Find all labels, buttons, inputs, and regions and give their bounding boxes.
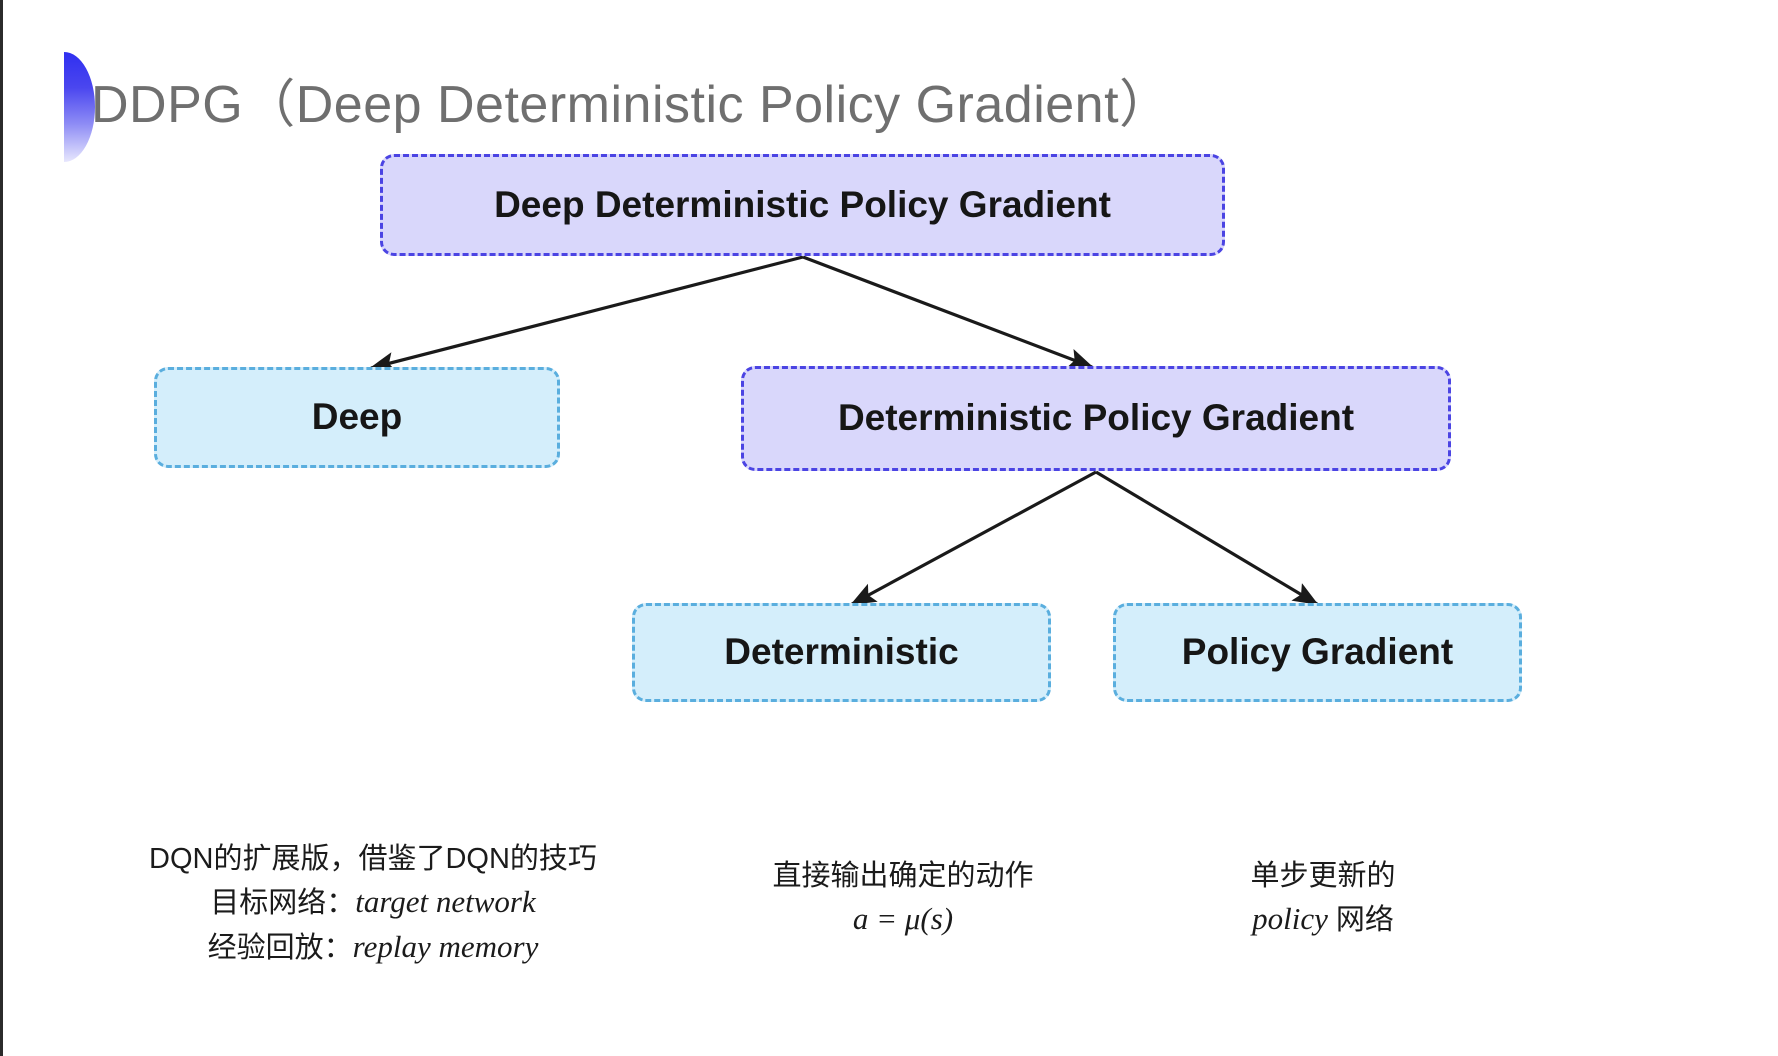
caption-text: policy 网络	[1252, 901, 1394, 937]
page-title: DDPG（Deep Deterministic Policy Gradient）	[91, 76, 1172, 134]
caption-term: target network	[355, 884, 536, 920]
caption-text: 目标网络：target network	[210, 884, 536, 920]
node-label: Policy Gradient	[1181, 631, 1454, 673]
caption-text: DQN的扩展版，借鉴了DQN的技巧	[149, 843, 597, 875]
node-deep[interactable]: Deep	[154, 367, 560, 468]
node-label: Deep Deterministic Policy Gradient	[494, 183, 1111, 225]
caption-formula: a = μ(s)	[852, 901, 954, 937]
node-label: Deterministic Policy Gradient	[837, 397, 1355, 439]
node-deterministic-policy-gradient[interactable]: Deterministic Policy Gradient	[741, 366, 1451, 471]
arrow-dpg-to-deterministic	[850, 470, 1097, 606]
caption-line: a = μ(s)	[703, 897, 1103, 942]
caption-text: 单步更新的	[1250, 860, 1396, 892]
caption-label: 目标网络：	[210, 887, 356, 920]
node-label: Deep	[311, 396, 403, 438]
title-decoration-circle-icon	[64, 52, 95, 162]
arrow-dpg-to-policy-gradient	[1095, 470, 1319, 606]
node-policy-gradient[interactable]: Policy Gradient	[1113, 603, 1522, 702]
arrow-root-to-deep	[369, 255, 804, 373]
caption-term: policy	[1252, 901, 1328, 937]
node-label: Deterministic	[724, 631, 959, 673]
node-deep-deterministic-policy-gradient[interactable]: Deep Deterministic Policy Gradient	[380, 154, 1225, 256]
caption-deep: DQN的扩展版，借鉴了DQN的技巧 目标网络：target network 经验…	[113, 838, 633, 970]
arrow-root-to-dpg	[802, 255, 1094, 369]
caption-line: 经验回放：replay memory	[113, 925, 633, 970]
caption-text: 直接输出确定的动作	[772, 860, 1034, 892]
node-deterministic[interactable]: Deterministic	[632, 603, 1051, 702]
caption-suffix: 网络	[1327, 904, 1394, 937]
caption-line: 直接输出确定的动作	[703, 855, 1103, 897]
caption-line: 单步更新的	[1153, 855, 1493, 897]
caption-line: policy 网络	[1153, 897, 1493, 942]
caption-text: 经验回放：replay memory	[207, 928, 539, 964]
caption-deterministic: 直接输出确定的动作 a = μ(s)	[703, 855, 1103, 942]
caption-line: DQN的扩展版，借鉴了DQN的技巧	[113, 838, 633, 880]
caption-line: 目标网络：target network	[113, 880, 633, 925]
caption-term: replay memory	[352, 928, 539, 964]
caption-policy-gradient: 单步更新的 policy 网络	[1153, 855, 1493, 942]
caption-label: 经验回放：	[207, 931, 353, 964]
